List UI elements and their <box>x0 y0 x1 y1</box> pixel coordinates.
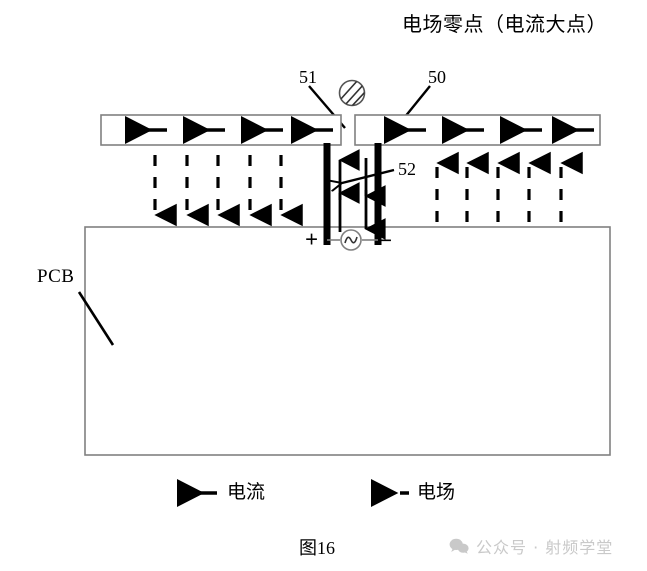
watermark-text: 公众号 · 射频学堂 <box>476 538 614 557</box>
callout-label-51: 51 <box>299 67 317 87</box>
pcb-body-rect <box>84 226 611 456</box>
trace-right <box>354 114 601 146</box>
efield-arrows-left <box>153 155 303 227</box>
watermark: 公众号 · 射频学堂 <box>449 534 613 558</box>
callout-label-52: 52 <box>398 159 416 179</box>
trace-left <box>100 114 342 146</box>
source-minus-label: − <box>379 228 393 253</box>
figure-caption: 图16 <box>299 538 335 558</box>
efield-arrows-right <box>435 151 583 222</box>
callout-label-50: 50 <box>428 67 446 87</box>
pcb-leader-line <box>77 291 115 346</box>
legend-efield-label: 电场 <box>417 481 456 503</box>
legend-current-label: 电流 <box>227 481 266 503</box>
callout-leader-52 <box>342 168 395 183</box>
pcb-label: PCB <box>37 266 75 287</box>
source-plus-label: + <box>305 227 319 252</box>
ac-source-icon <box>327 229 378 251</box>
hatched-circle-icon <box>338 79 366 107</box>
wechat-icon <box>449 538 469 554</box>
legend-zero-point-label: 电场零点（电流大点） <box>402 12 607 36</box>
